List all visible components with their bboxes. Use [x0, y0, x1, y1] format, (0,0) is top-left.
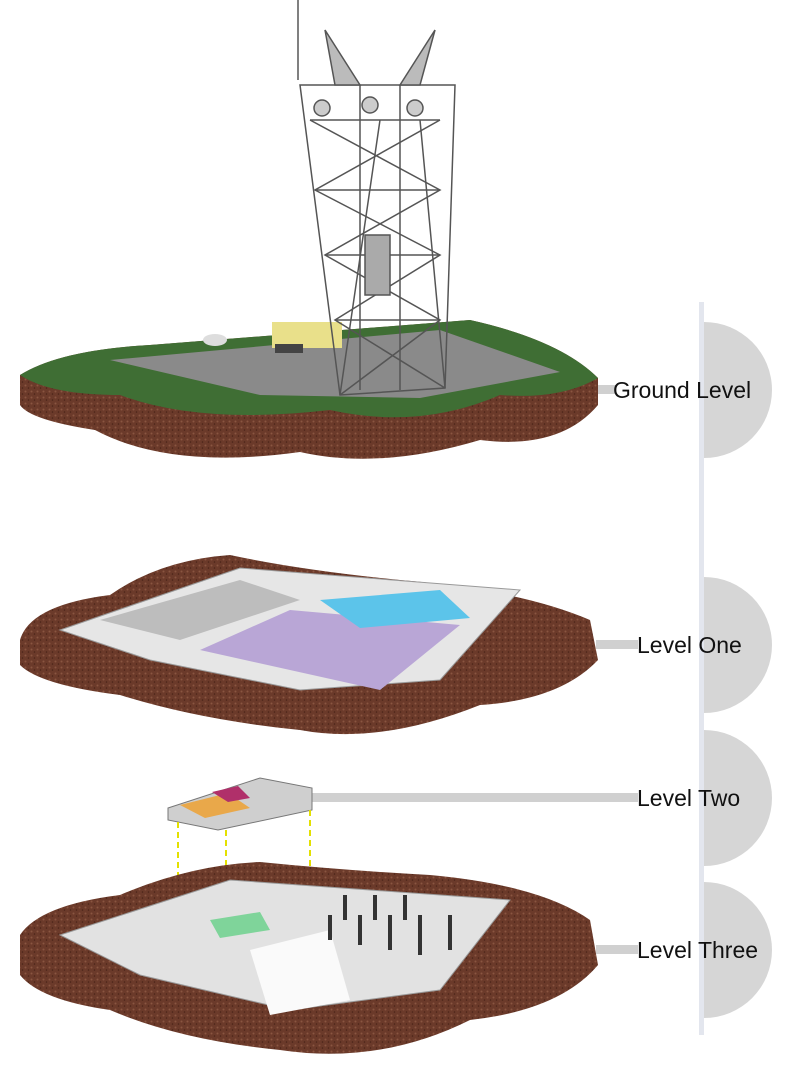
label-level-one: Level One: [637, 632, 742, 658]
connector-one: [596, 640, 638, 649]
level-marker-ground: [704, 322, 772, 458]
level-marker-two: [704, 730, 772, 866]
timeline-line: [699, 302, 704, 1035]
label-level-two: Level Two: [637, 785, 741, 811]
connector-two: [312, 793, 638, 802]
generator: [272, 322, 342, 348]
connector-three: [596, 945, 638, 954]
ground-level-island: [20, 320, 598, 459]
tower: [297, 0, 456, 396]
label-level-three: Level Three: [637, 937, 759, 963]
level-three-island: [20, 862, 598, 1054]
level-one-island: [20, 555, 598, 735]
connector-ground: [596, 385, 616, 394]
level-marker-one: [704, 577, 772, 713]
level-marker-three: [704, 882, 772, 1018]
label-ground-level: Ground Level: [613, 377, 752, 403]
